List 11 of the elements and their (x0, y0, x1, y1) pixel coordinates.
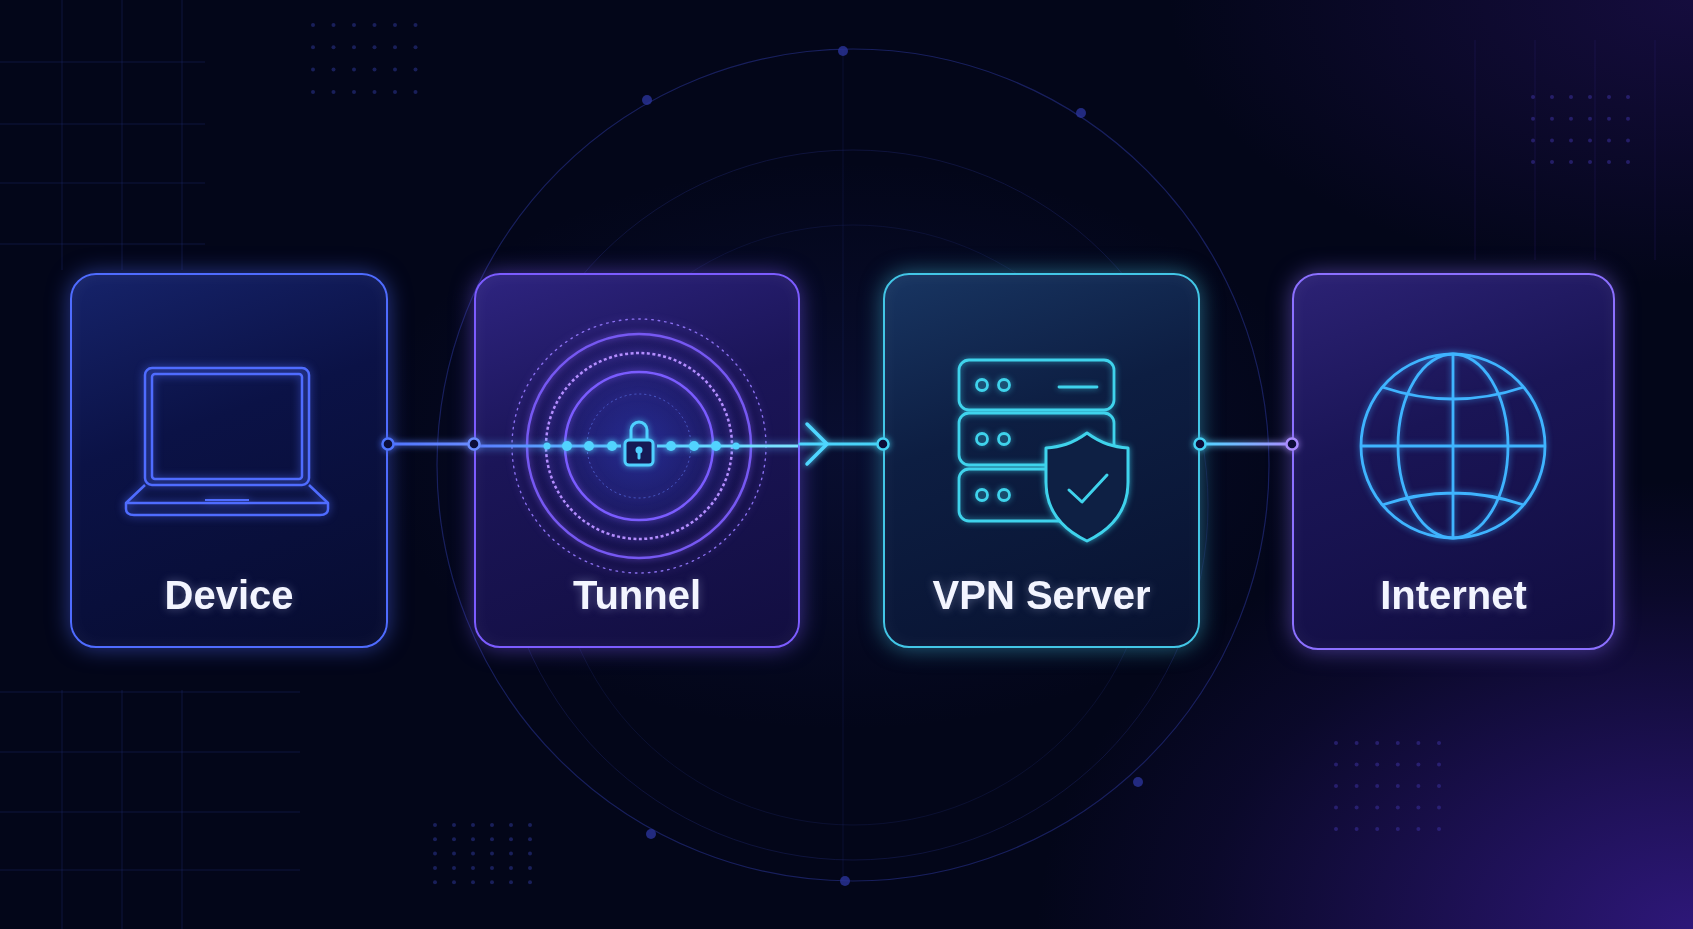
stage-card (70, 273, 388, 648)
stage-card (1292, 273, 1615, 650)
node-label: VPN Server (932, 575, 1151, 615)
arrow (798, 422, 891, 466)
connector-line (1193, 437, 1299, 451)
stage-card (474, 273, 800, 648)
node-label: Tunnel (572, 575, 702, 615)
node-label: Internet (1380, 575, 1527, 615)
connector-line (381, 437, 481, 451)
node-label: Device (164, 575, 294, 615)
stage-card (883, 273, 1200, 648)
